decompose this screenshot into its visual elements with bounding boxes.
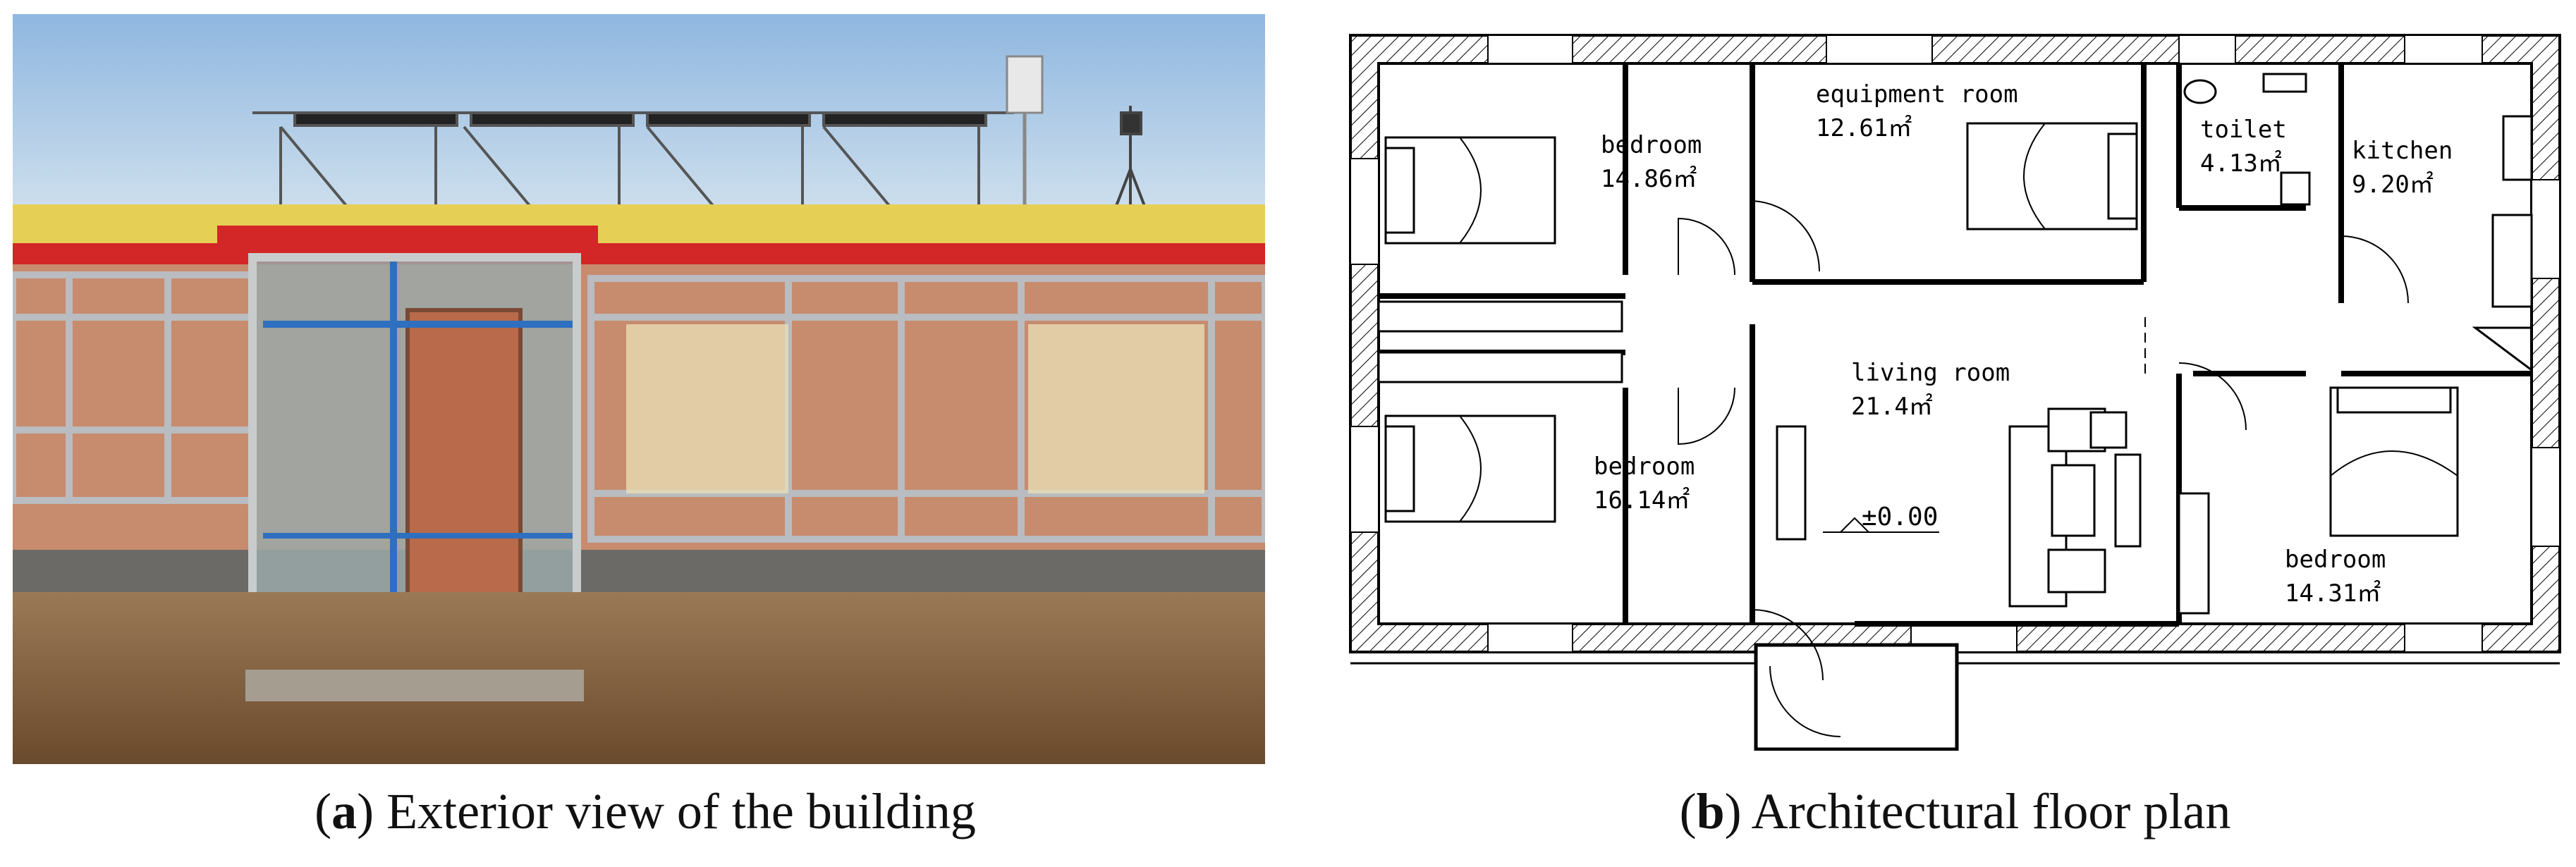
- wall-base: [13, 550, 1265, 592]
- room-area-living: 21.4㎡: [1851, 393, 1933, 421]
- caption-b: (b) Architectural floor plan: [1679, 783, 2231, 840]
- room-name-bedroom-se: bedroom: [2285, 546, 2386, 574]
- elevation-marker: [1823, 517, 1939, 533]
- room-name-bedroom-sw: bedroom: [1594, 453, 1695, 481]
- door-swings: [1678, 200, 2409, 681]
- caption-a-label: a: [331, 783, 358, 840]
- room-area-bedroom-se: 14.31㎡: [2285, 579, 2381, 608]
- caption-b-text: Architectural floor plan: [1751, 783, 2231, 840]
- room-area-equipment: 12.61㎡: [1816, 114, 1912, 142]
- windows: [1350, 35, 2560, 653]
- room-area-kitchen: 9.20㎡: [2352, 171, 2434, 199]
- floor-plan: bedroom 14.86㎡ equipment room 12.61㎡ toi…: [1347, 32, 2563, 751]
- room-name-living: living room: [1851, 359, 2010, 387]
- roof-red: [13, 243, 1265, 264]
- entrance: [1754, 643, 1959, 751]
- caption-a: (a) Exterior view of the building: [315, 783, 976, 840]
- water-tank: [1006, 55, 1044, 114]
- caption-a-text: Exterior view of the building: [386, 783, 976, 840]
- room-area-bedroom-nw: 14.86㎡: [1601, 165, 1697, 193]
- exterior-photo: [9, 14, 1269, 764]
- room-name-kitchen: kitchen: [2352, 137, 2453, 165]
- room-area-bedroom-sw: 16.14㎡: [1594, 486, 1690, 515]
- elevation-label: ±0.00: [1862, 503, 1938, 531]
- living-furniture: [1776, 407, 2142, 608]
- room-labels: bedroom 14.86㎡ equipment room 12.61㎡ toi…: [1594, 80, 2453, 608]
- beds: [1384, 122, 2459, 537]
- caption-b-label: b: [1696, 783, 1725, 840]
- room-name-equipment: equipment room: [1816, 80, 2018, 109]
- room-name-toilet: toilet: [2200, 116, 2287, 144]
- room-name-bedroom-nw: bedroom: [1601, 131, 1702, 159]
- wardrobes: [1377, 300, 2210, 615]
- room-area-toilet: 4.13㎡: [2200, 149, 2282, 178]
- solar-collectors: [252, 111, 1014, 213]
- ground: [13, 592, 1265, 764]
- fixtures: [2183, 73, 2533, 372]
